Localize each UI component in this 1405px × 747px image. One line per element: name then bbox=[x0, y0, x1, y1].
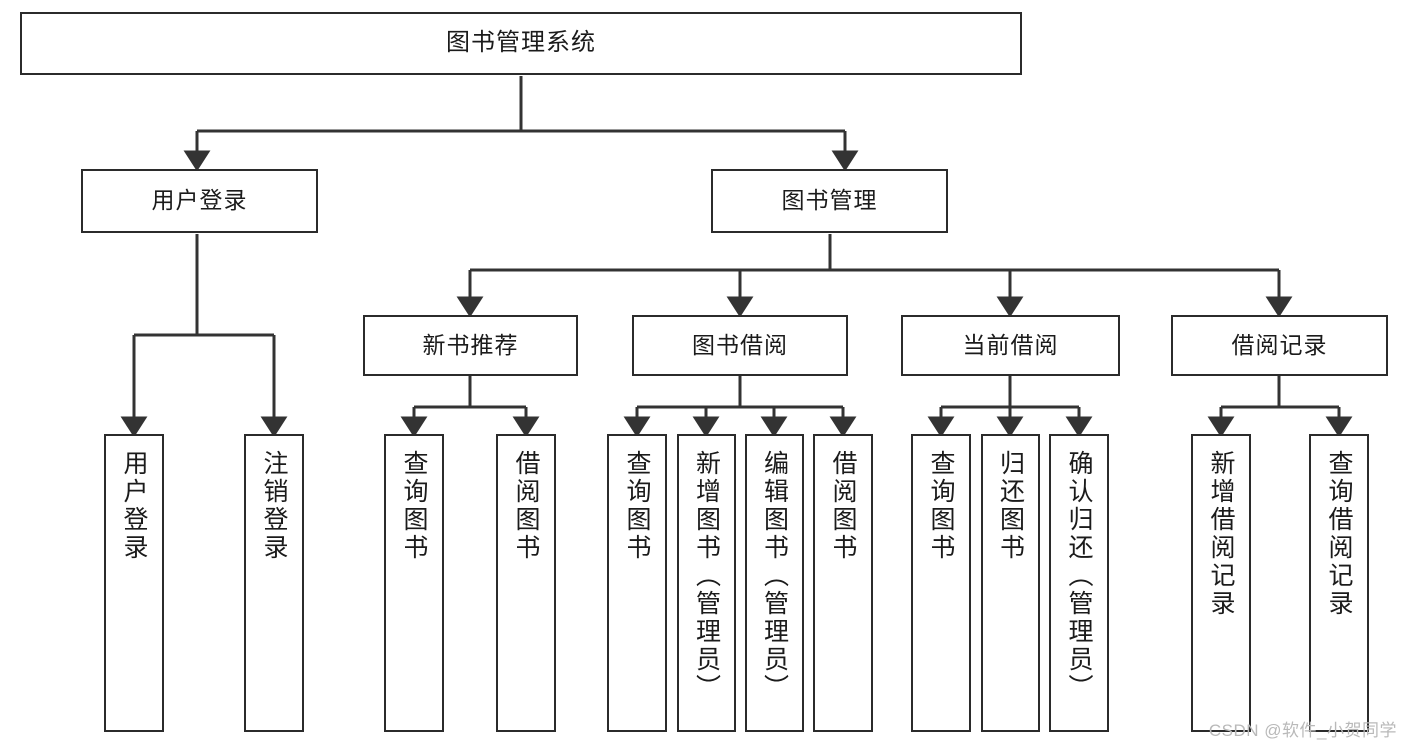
node-user-login[interactable]: 用户登录 bbox=[81, 169, 318, 233]
node-current-borrowing[interactable]: 当前借阅 bbox=[901, 315, 1120, 376]
node-label: 归还图书 bbox=[996, 450, 1025, 562]
node-label: 借阅图书 bbox=[829, 450, 857, 562]
node-book-management[interactable]: 图书管理 bbox=[711, 169, 948, 233]
node-label: 查询图书 bbox=[400, 450, 428, 562]
node-borrowing-record[interactable]: 借阅记录 bbox=[1171, 315, 1388, 376]
node-leaf-add-borrow-record[interactable]: 新增借阅记录 bbox=[1191, 434, 1251, 732]
node-label: 确认归还（管理员） bbox=[1065, 450, 1093, 702]
node-label: 借阅记录 bbox=[1231, 331, 1328, 358]
node-label: 新增借阅记录 bbox=[1207, 450, 1235, 618]
node-leaf-edit-book-admin[interactable]: 编辑图书（管理员） bbox=[745, 434, 804, 732]
node-label: 用户登录 bbox=[151, 187, 248, 214]
node-label: 查询借阅记录 bbox=[1325, 450, 1353, 618]
node-leaf-borrow-book-recommend[interactable]: 借阅图书 bbox=[496, 434, 556, 732]
node-leaf-query-book-recommend[interactable]: 查询图书 bbox=[384, 434, 444, 732]
node-label: 图书管理系统 bbox=[446, 29, 596, 57]
node-label: 编辑图书（管理员） bbox=[760, 450, 789, 702]
node-label: 注销登录 bbox=[260, 450, 288, 562]
node-new-book-recommendation[interactable]: 新书推荐 bbox=[363, 315, 578, 376]
node-label: 新增图书（管理员） bbox=[692, 450, 721, 702]
watermark-text: CSDN @软件_小贺同学 bbox=[1208, 721, 1397, 740]
node-leaf-confirm-return-admin[interactable]: 确认归还（管理员） bbox=[1049, 434, 1109, 732]
node-label: 图书借阅 bbox=[692, 331, 788, 358]
node-label: 查询图书 bbox=[927, 450, 955, 562]
node-leaf-query-book-borrow[interactable]: 查询图书 bbox=[607, 434, 667, 732]
node-leaf-add-book-admin[interactable]: 新增图书（管理员） bbox=[677, 434, 736, 732]
node-label: 用户登录 bbox=[120, 450, 148, 562]
node-leaf-user-login[interactable]: 用户登录 bbox=[104, 434, 164, 732]
node-label: 查询图书 bbox=[623, 450, 651, 562]
node-leaf-borrow-book[interactable]: 借阅图书 bbox=[813, 434, 873, 732]
node-book-borrowing[interactable]: 图书借阅 bbox=[632, 315, 848, 376]
node-leaf-query-borrow-record[interactable]: 查询借阅记录 bbox=[1309, 434, 1369, 732]
node-label: 当前借阅 bbox=[962, 331, 1059, 358]
node-label: 图书管理 bbox=[781, 187, 878, 214]
node-leaf-logout[interactable]: 注销登录 bbox=[244, 434, 304, 732]
node-leaf-return-book[interactable]: 归还图书 bbox=[981, 434, 1040, 732]
node-label: 借阅图书 bbox=[512, 450, 540, 562]
node-label: 新书推荐 bbox=[422, 331, 519, 358]
node-leaf-query-book-current[interactable]: 查询图书 bbox=[911, 434, 971, 732]
node-root-book-management-system[interactable]: 图书管理系统 bbox=[20, 12, 1022, 75]
